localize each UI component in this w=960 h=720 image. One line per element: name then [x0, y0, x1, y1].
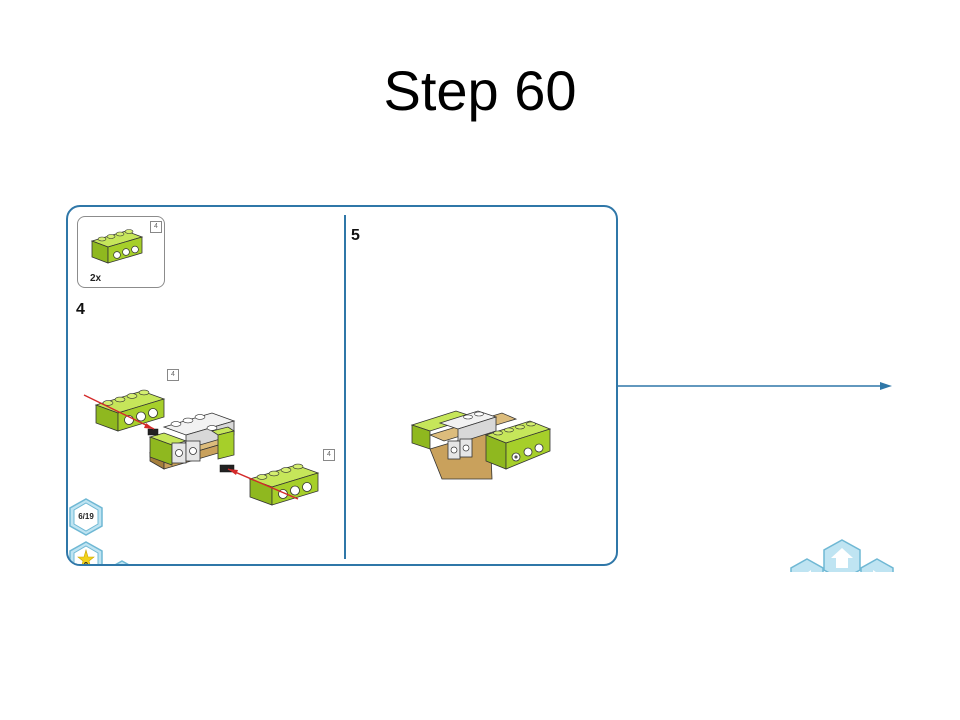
score-label: 0 — [83, 561, 89, 566]
page-indicator-label: 6/19 — [78, 512, 94, 521]
step5-assembly-illustration — [410, 410, 552, 480]
step4-assembly-illustration — [83, 389, 320, 506]
slide-title: Step 60 — [383, 59, 577, 122]
next-hex-button[interactable] — [857, 557, 897, 572]
up-arrow-icon — [831, 548, 853, 558]
instruction-panel: 4 2x 4 5 4 4 — [66, 205, 618, 566]
part-quantity: 2x — [90, 273, 102, 284]
nav-hex-group — [785, 535, 900, 572]
step4-size-tag-upper: 4 — [167, 369, 179, 381]
step4-size-tag-lower: 4 — [323, 449, 335, 461]
score-hex[interactable] — [66, 540, 106, 566]
connector-arrow — [618, 382, 892, 390]
parts-callout: 4 2x — [77, 216, 165, 288]
page-indicator-hex[interactable] — [66, 497, 106, 537]
lime-beam-part-illustration — [90, 229, 144, 264]
part-size-tag: 4 — [150, 221, 162, 233]
step-number-4: 4 — [76, 301, 85, 318]
home-hex-button[interactable] — [820, 538, 864, 572]
prev-hex-button[interactable] — [787, 557, 827, 572]
star-icon — [77, 548, 95, 564]
panel-divider — [344, 215, 346, 559]
arrow-head-icon — [880, 382, 892, 390]
step-number-5: 5 — [351, 227, 360, 244]
menu-hex[interactable] — [102, 559, 142, 566]
